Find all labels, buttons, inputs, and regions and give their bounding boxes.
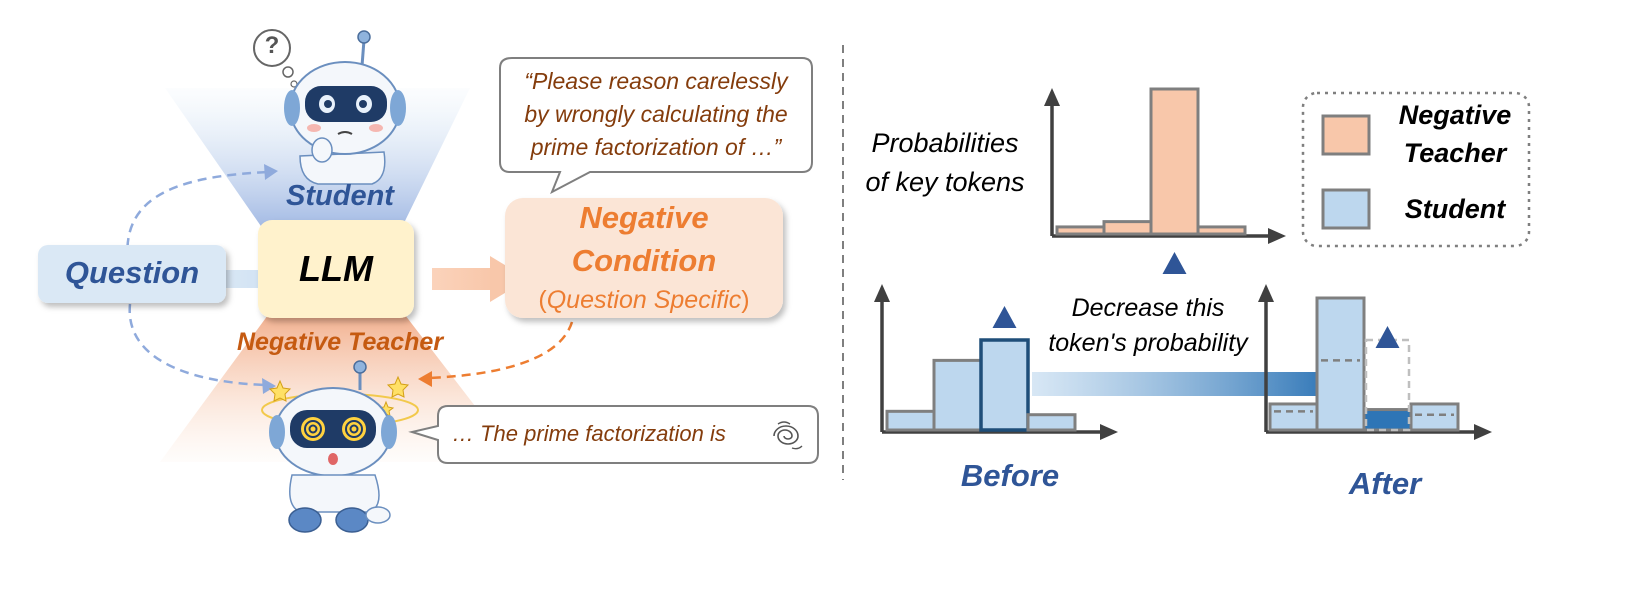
teacher-speech-bubble	[408, 405, 819, 464]
student-after-bar-4	[1409, 402, 1460, 432]
negative-teacher-distribution-bar-4	[1196, 225, 1247, 236]
negative-teacher-distribution-y-axis-arrowhead	[1044, 88, 1060, 106]
student-label: Student	[286, 180, 394, 212]
legend-swatch-student	[1321, 188, 1371, 230]
llm-box	[258, 220, 414, 318]
llm-label: LLM	[299, 248, 373, 289]
student-after-y-axis-arrowhead	[1258, 284, 1274, 302]
decrease-line1: Decrease this	[1071, 294, 1225, 322]
teacher-cone	[160, 285, 518, 462]
question-to-student-dashed-arrow	[126, 170, 269, 263]
question-box	[38, 245, 226, 303]
negative-condition-open-paren: (	[538, 286, 547, 314]
student-before-y-axis-arrowhead	[874, 284, 890, 302]
condition-to-teacher-arrowhead	[418, 371, 432, 387]
negative-teacher-distribution-x-axis-arrowhead	[1268, 228, 1286, 244]
student-before-bar-1	[885, 409, 936, 432]
question-label: Question	[64, 255, 200, 290]
student-robot-icon	[253, 29, 406, 185]
question-to-student-arrowhead	[264, 164, 278, 180]
negative-condition-close-paren: )	[741, 286, 750, 314]
negative-teacher-distribution-key-token-marker	[1162, 252, 1187, 274]
prompt-line2: by wrongly calculating the	[524, 101, 788, 127]
legend-negative-teacher-line2: Teacher	[1403, 138, 1507, 168]
prompt-speech-bubble	[499, 57, 813, 195]
student-thought-symbol: ?	[264, 32, 280, 59]
question-to-teacher-dashed-arrow	[128, 303, 267, 387]
dizzy-swirl-icon	[773, 421, 803, 450]
negative-teacher-distribution-bar-3	[1149, 87, 1200, 236]
student-after-key-token-marker	[1375, 326, 1400, 348]
negative-condition-box	[505, 198, 783, 318]
negative-condition-line1: Negative	[579, 200, 709, 235]
student-before-x-axis-arrowhead	[1100, 424, 1118, 440]
legend-swatch-negative-teacher	[1321, 114, 1371, 156]
student-before-bar-2	[932, 358, 983, 432]
after-label: After	[1348, 466, 1422, 501]
condition-to-teacher-dashed-arrow	[427, 321, 574, 380]
y-label-line1: Probabilities	[871, 128, 1019, 158]
negative-condition-inner: Question Specific	[546, 286, 742, 314]
prompt-line1: “Please reason carelessly	[524, 68, 788, 94]
y-label-line2: of key tokens	[865, 167, 1025, 197]
student-after-bar-3	[1362, 408, 1413, 432]
student-after-bar-2	[1315, 296, 1366, 432]
negative-condition-line3: (Question Specific)	[505, 286, 783, 315]
student-after-previous-bar-3	[1364, 338, 1411, 432]
negative-teacher-distribution-bar-1	[1055, 225, 1106, 236]
negative-teacher-distribution-bar-2	[1102, 220, 1153, 236]
negative-condition-line2: Condition	[571, 243, 717, 278]
student-before-key-token-marker	[992, 306, 1017, 328]
before-label: Before	[960, 458, 1060, 493]
student-after-bar-1	[1268, 402, 1319, 432]
prompt-line3: prime factorization of …”	[530, 134, 782, 160]
legend-student-label: Student	[1404, 194, 1506, 224]
negative-teacher-label: Negative Teacher	[236, 328, 444, 356]
student-before-bar-4	[1026, 413, 1077, 432]
teacher-bubble-text: … The prime factorization is	[452, 421, 726, 446]
negative-teacher-robot-icon	[261, 360, 419, 533]
decrease-line2: token's probability	[1048, 329, 1248, 357]
legend-box	[1301, 91, 1531, 248]
student-after-x-axis-arrowhead	[1474, 424, 1492, 440]
legend-negative-teacher-line1: Negative	[1398, 100, 1512, 130]
student-before-bar-3	[979, 338, 1030, 432]
question-to-teacher-arrowhead	[262, 378, 276, 394]
